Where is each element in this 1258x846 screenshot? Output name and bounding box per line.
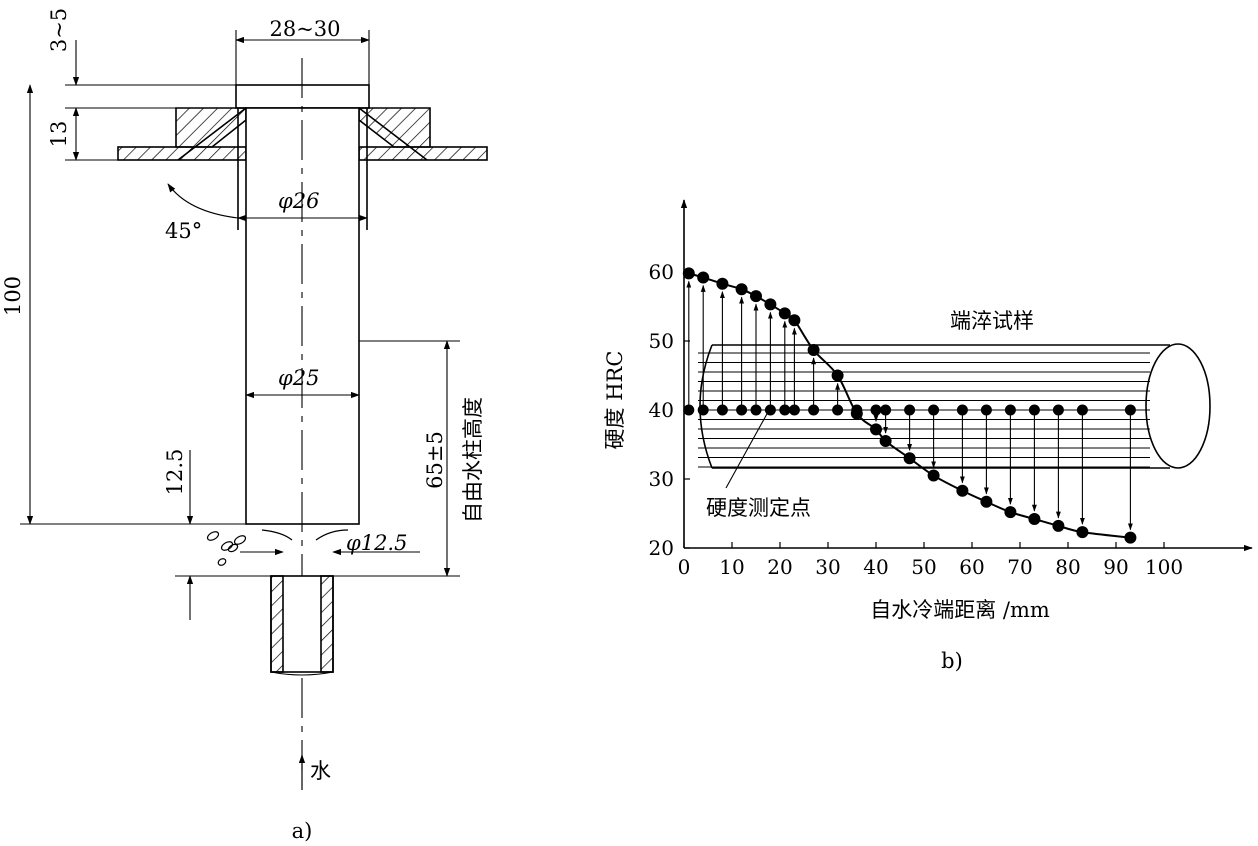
hardness-point (927, 469, 940, 482)
measuring-point (750, 404, 762, 416)
measuring-point (779, 404, 791, 416)
x-tick-label: 10 (719, 555, 744, 579)
measuring-point (870, 404, 882, 416)
measuring-point (928, 404, 940, 416)
measuring-point (1004, 404, 1016, 416)
hardness-point (682, 267, 695, 280)
caption-a: a) (292, 819, 313, 843)
hardness-point (750, 290, 762, 303)
support-plate-left (117, 146, 247, 161)
x-tick-label: 60 (959, 555, 984, 579)
x-tick-label: 20 (767, 555, 792, 579)
hardness-point (788, 314, 801, 327)
dia-nozzle-label: φ12.5 (346, 531, 407, 555)
hardness-point (735, 283, 748, 296)
hardness-point (716, 277, 729, 290)
x-tick-label: 0 (678, 555, 691, 579)
measuring-point (1076, 404, 1088, 416)
measuring-point (956, 404, 968, 416)
hardness-point (980, 495, 993, 508)
fixture-block-left (175, 107, 247, 148)
dia-specimen-label: φ25 (278, 366, 319, 390)
axis-ticks: 0 10 20 30 40 50 60 70 80 90 100 20 30 40 50 60 (649, 260, 1184, 579)
y-axis-label: 硬度 HRC (603, 351, 627, 450)
hardness-point (807, 343, 820, 356)
measuring-point (904, 404, 916, 416)
figure-b: 0 10 20 30 40 50 60 70 80 90 100 20 30 40 50 60 (649, 199, 1253, 579)
dim-flange: 13 (47, 121, 71, 148)
hardness-point (831, 369, 844, 382)
hardness-curve (688, 272, 1131, 539)
water-column-label: 自由水柱高度 (461, 397, 485, 523)
dim-total: 100 (1, 276, 25, 316)
y-tick-label: 60 (649, 260, 674, 284)
specimen-cylinder (698, 343, 1211, 469)
x-tick-label: 80 (1055, 555, 1080, 579)
measuring-point (980, 404, 992, 416)
x-tick-label: 70 (1007, 555, 1032, 579)
y-tick-label: 50 (649, 329, 674, 353)
hardness-point (1004, 506, 1017, 519)
caption-b: b) (941, 649, 963, 673)
x-tick-label: 100 (1145, 555, 1183, 579)
hardness-point (870, 423, 882, 436)
hardness-arrows (686, 280, 1133, 531)
measuring-point (683, 404, 695, 416)
x-tick-label: 50 (911, 555, 936, 579)
dim-offset: 12.5 (163, 449, 187, 496)
hardness-point (1076, 526, 1089, 539)
hardness-point (697, 271, 710, 284)
measuring-point (697, 404, 709, 416)
measuring-point (832, 404, 844, 416)
x-tick-label: 90 (1103, 555, 1128, 579)
dim-top-width: 28~30 (269, 17, 340, 41)
x-tick-label: 40 (863, 555, 888, 579)
hardness-point (778, 307, 791, 320)
hardness-point (956, 484, 969, 497)
measuring-point (808, 404, 820, 416)
dim-gap: 3~5 (47, 8, 71, 52)
angle-label: 45° (165, 219, 202, 243)
dim-water-column: 65±5 (423, 431, 447, 489)
dia-inner-label: φ26 (278, 189, 319, 213)
hardness-point (1052, 519, 1065, 532)
x-tick-label: 30 (815, 555, 840, 579)
hardness-line (688, 272, 1131, 539)
hardness-point (850, 407, 863, 420)
points-label: 硬度测定点 (706, 496, 811, 520)
hardness-point (879, 435, 892, 448)
y-tick-label: 40 (649, 398, 674, 422)
hardness-point (1124, 531, 1137, 544)
fixture-block-right (358, 107, 431, 148)
hardness-point (903, 452, 916, 465)
water-label: 水 (310, 759, 331, 783)
y-tick-label: 20 (649, 536, 674, 560)
specimen-label: 端淬试样 (950, 309, 1034, 333)
hardness-points (682, 267, 1137, 544)
hardness-point (1028, 513, 1041, 526)
y-tick-label: 30 (649, 467, 674, 491)
figure-a (20, 30, 488, 790)
measuring-point (716, 404, 728, 416)
measuring-point (1028, 404, 1040, 416)
hardness-point (764, 298, 777, 311)
measuring-point (788, 404, 800, 416)
measuring-point (880, 404, 892, 416)
measuring-point (736, 404, 748, 416)
support-plate-right (358, 146, 488, 161)
water-splash (206, 529, 349, 566)
x-axis-label: 自水冷端距离 /mm (870, 598, 1050, 622)
measuring-point (1052, 404, 1064, 416)
measuring-point (1124, 404, 1136, 416)
